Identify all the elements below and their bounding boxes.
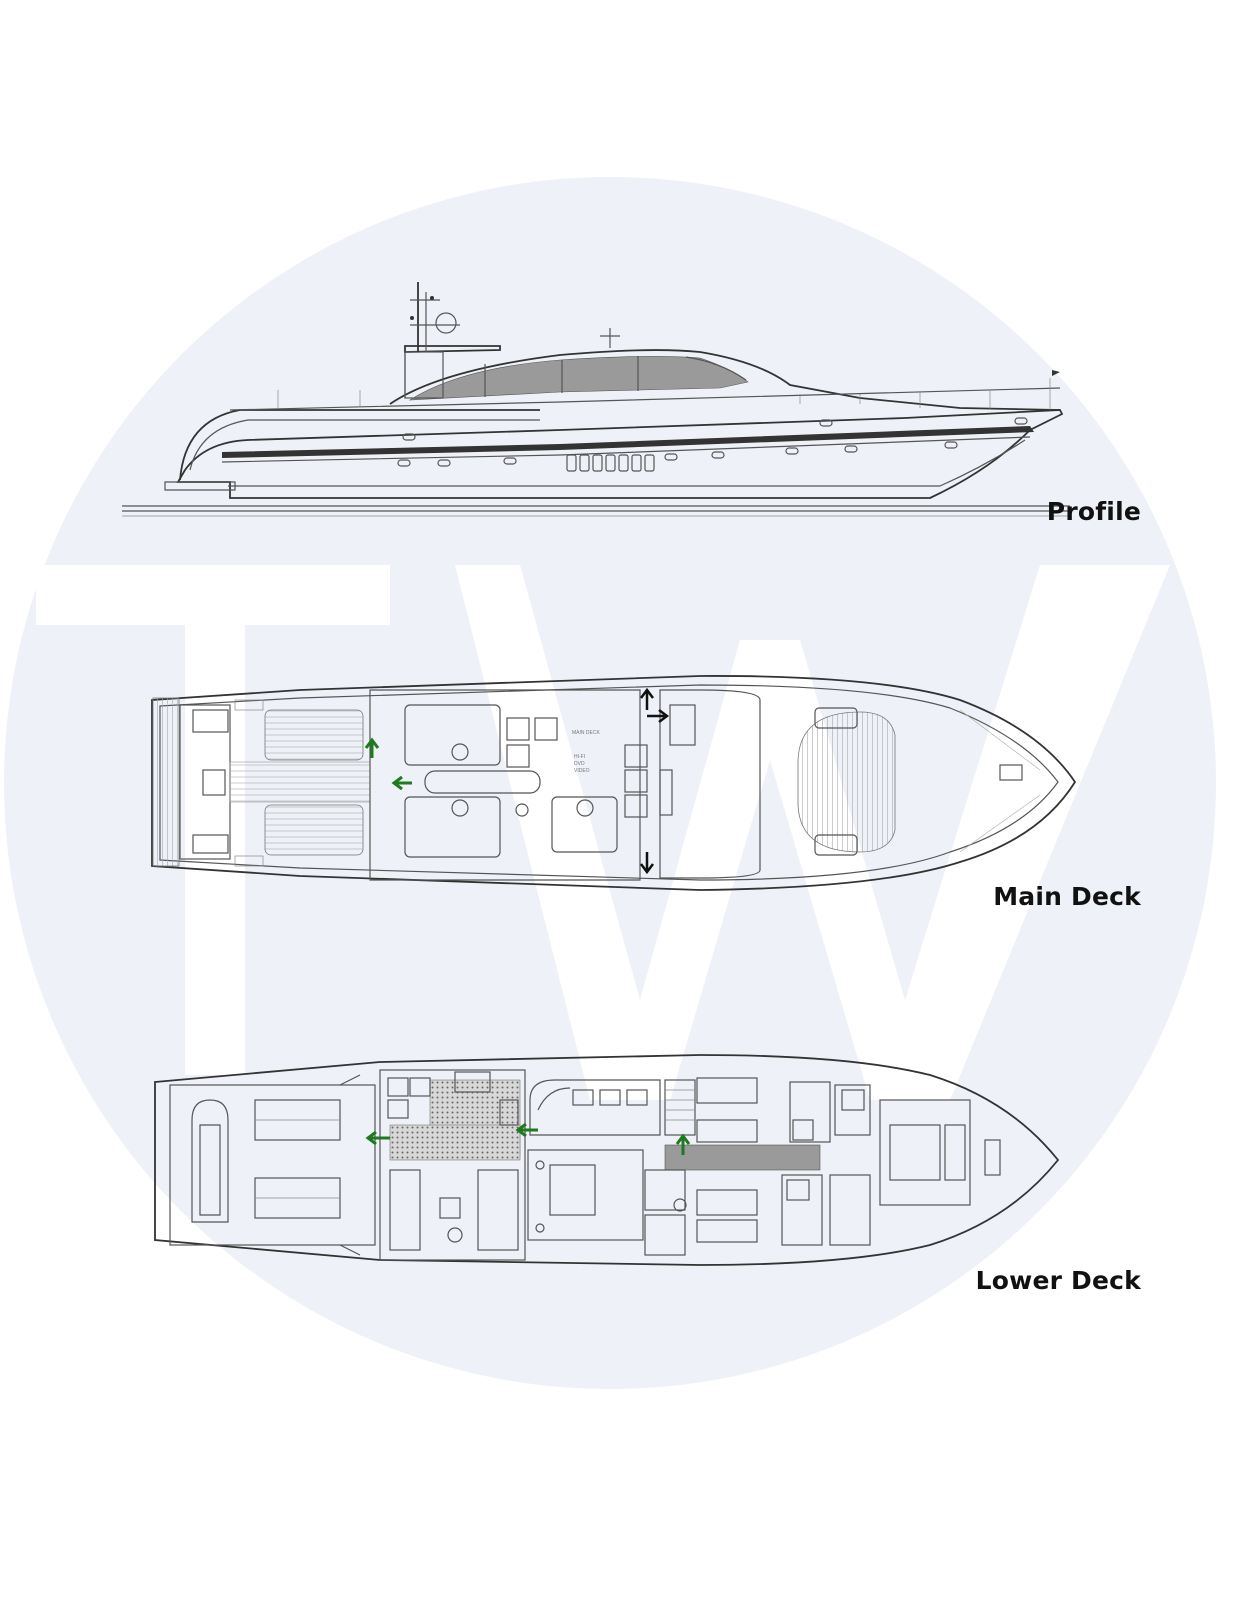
svg-text:VIDEO: VIDEO (574, 768, 590, 774)
svg-text:HI-FI: HI-FI (574, 754, 585, 760)
main-deck-aft-sunpad-top (264, 709, 364, 761)
lower-deck-tender (191, 1099, 229, 1223)
main-deck-label: Main Deck (993, 882, 1141, 911)
profile-portholes (397, 417, 1028, 467)
svg-text:DVD: DVD (574, 761, 585, 767)
profile-mast (410, 282, 620, 352)
lower-deck-corridor (664, 1144, 821, 1171)
lower-deck-hull-outline (154, 1054, 1060, 1266)
profile-rails (229, 370, 1061, 411)
main-deck-view: MAIN DECK HI-FI DVD VIDEO (151, 675, 1077, 891)
main-deck-fore-sunpad (797, 711, 896, 853)
main-deck-exit-arrows (364, 687, 670, 875)
lower-deck-label: Lower Deck (975, 1266, 1141, 1295)
profile-sheer-stripe (222, 426, 1034, 458)
watermark-letter-t (36, 565, 390, 1075)
profile-view (122, 282, 1070, 517)
svg-text:MAIN DECK: MAIN DECK (572, 730, 600, 736)
main-deck-swim-platform (152, 697, 180, 867)
main-deck-hull-outline (151, 675, 1077, 891)
lower-deck-exit-arrows (365, 1122, 691, 1155)
main-deck-aft-sunpad-bottom (264, 804, 364, 856)
profile-superstructure (389, 349, 1061, 411)
profile-hull-windows (566, 454, 655, 472)
lower-deck-view (154, 1054, 1060, 1266)
profile-label: Profile (1046, 497, 1141, 526)
